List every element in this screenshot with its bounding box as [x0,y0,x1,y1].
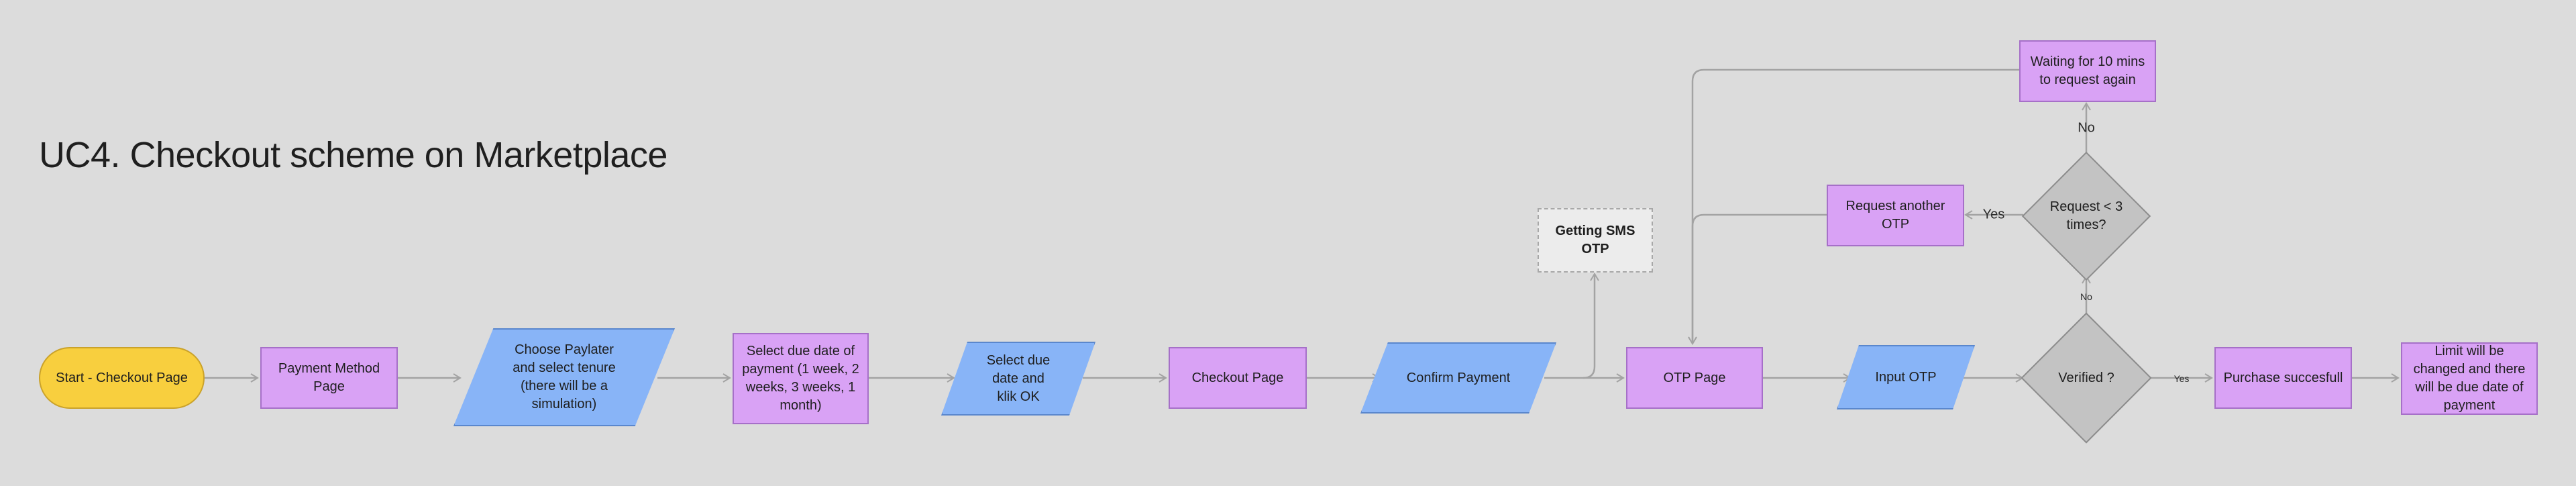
getting-sms-otp-label: Getting SMS OTP [1555,224,1635,256]
page-title: UC4. Checkout scheme on Marketplace [39,135,667,175]
limit-changed-node[interactable]: Limit will be changed and there will be … [2401,342,2538,415]
choose-paylater-label: Choose Paylater and select tenure (there… [513,342,616,411]
select-due-date-label: Select due date of payment (1 week, 2 we… [742,344,859,413]
request-count-decision-label: Request < 3 times? [2049,199,2123,232]
start-checkout-page-node[interactable]: Start - Checkout Page [39,347,205,409]
purchase-successful-node[interactable]: Purchase succesfull [2214,347,2352,409]
edge-label-verified-no: No [2080,291,2092,302]
request-count-decision-node[interactable]: Request < 3 times? [2021,151,2151,281]
payment-method-page-node[interactable]: Payment Method Page [260,347,398,409]
edge-label-verified-yes: Yes [2174,373,2190,384]
otp-page-label: OTP Page [1663,370,1726,385]
otp-page-node[interactable]: OTP Page [1626,347,1763,409]
input-otp-node[interactable]: Input OTP [1837,345,1975,409]
edge-waiting-to-otp-page [1688,68,2019,345]
verified-decision-node[interactable]: Verified ? [2021,312,2152,444]
waiting-label: Waiting for 10 mins to request again [2030,54,2145,87]
parallelogram-shape [1837,345,1975,409]
input-otp-label: Input OTP [1875,369,1937,385]
parallelogram-shape [1360,342,1556,414]
request-another-otp-node[interactable]: Request another OTP [1827,185,1964,246]
edge-request-another-to-otp-page [1688,213,1827,345]
verified-decision-label: Verified ? [2058,370,2114,385]
edge-label-request-yes: Yes [1982,207,2005,222]
start-checkout-page-label: Start - Checkout Page [56,370,188,385]
select-due-ok-node[interactable]: Select due date and klik OK [941,342,1095,416]
payment-method-page-label: Payment Method Page [278,361,380,394]
select-due-date-node[interactable]: Select due date of payment (1 week, 2 we… [733,333,869,424]
purchase-successful-label: Purchase succesfull [2223,370,2343,385]
checkout-page-node[interactable]: Checkout Page [1169,347,1307,409]
getting-sms-otp-node[interactable]: Getting SMS OTP [1538,208,1653,273]
limit-changed-label: Limit will be changed and there will be … [2413,344,2526,413]
choose-paylater-node[interactable]: Choose Paylater and select tenure (there… [453,328,675,426]
select-due-ok-label: Select due date and klik OK [986,352,1051,404]
checkout-page-label: Checkout Page [1191,370,1284,385]
edge-label-request-no: No [2078,120,2095,136]
edge-confirm-payment-to-sms-otp [1582,273,1599,379]
confirm-payment-label: Confirm Payment [1406,370,1511,385]
request-another-otp-label: Request another OTP [1845,199,1945,232]
parallelogram-shape [453,328,675,426]
confirm-payment-node[interactable]: Confirm Payment [1360,342,1556,414]
waiting-node[interactable]: Waiting for 10 mins to request again [2019,40,2156,102]
